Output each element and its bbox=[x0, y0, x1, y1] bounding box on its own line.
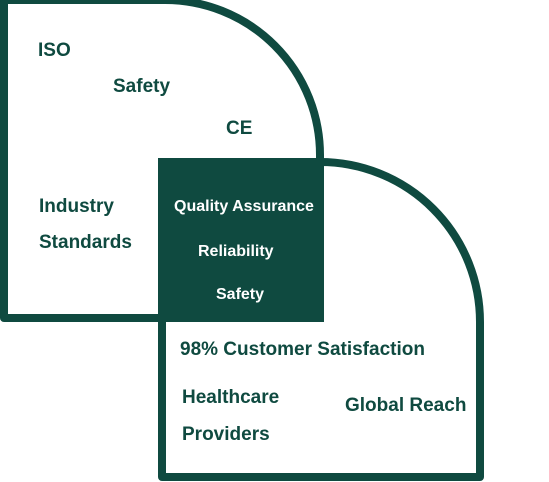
left-item-standards: Standards bbox=[39, 232, 132, 253]
overlap-item-quality-assurance: Quality Assurance bbox=[174, 198, 314, 215]
left-item-ce: CE bbox=[226, 118, 253, 139]
overlap-item-reliability: Reliability bbox=[198, 243, 274, 260]
left-item-industry: Industry bbox=[39, 196, 114, 217]
right-item-global-reach: Global Reach bbox=[345, 395, 467, 416]
right-item-healthcare: Healthcare bbox=[182, 387, 280, 408]
overlap-item-safety: Safety bbox=[216, 286, 265, 303]
right-shape bbox=[158, 158, 484, 481]
overlap-region bbox=[158, 158, 324, 322]
right-item-providers: Providers bbox=[182, 424, 270, 445]
left-item-iso: ISO bbox=[38, 40, 71, 61]
right-item-customer-satisfaction: 98% Customer Satisfaction bbox=[180, 339, 425, 360]
left-shape bbox=[0, 0, 324, 322]
left-item-safety: Safety bbox=[113, 76, 171, 97]
